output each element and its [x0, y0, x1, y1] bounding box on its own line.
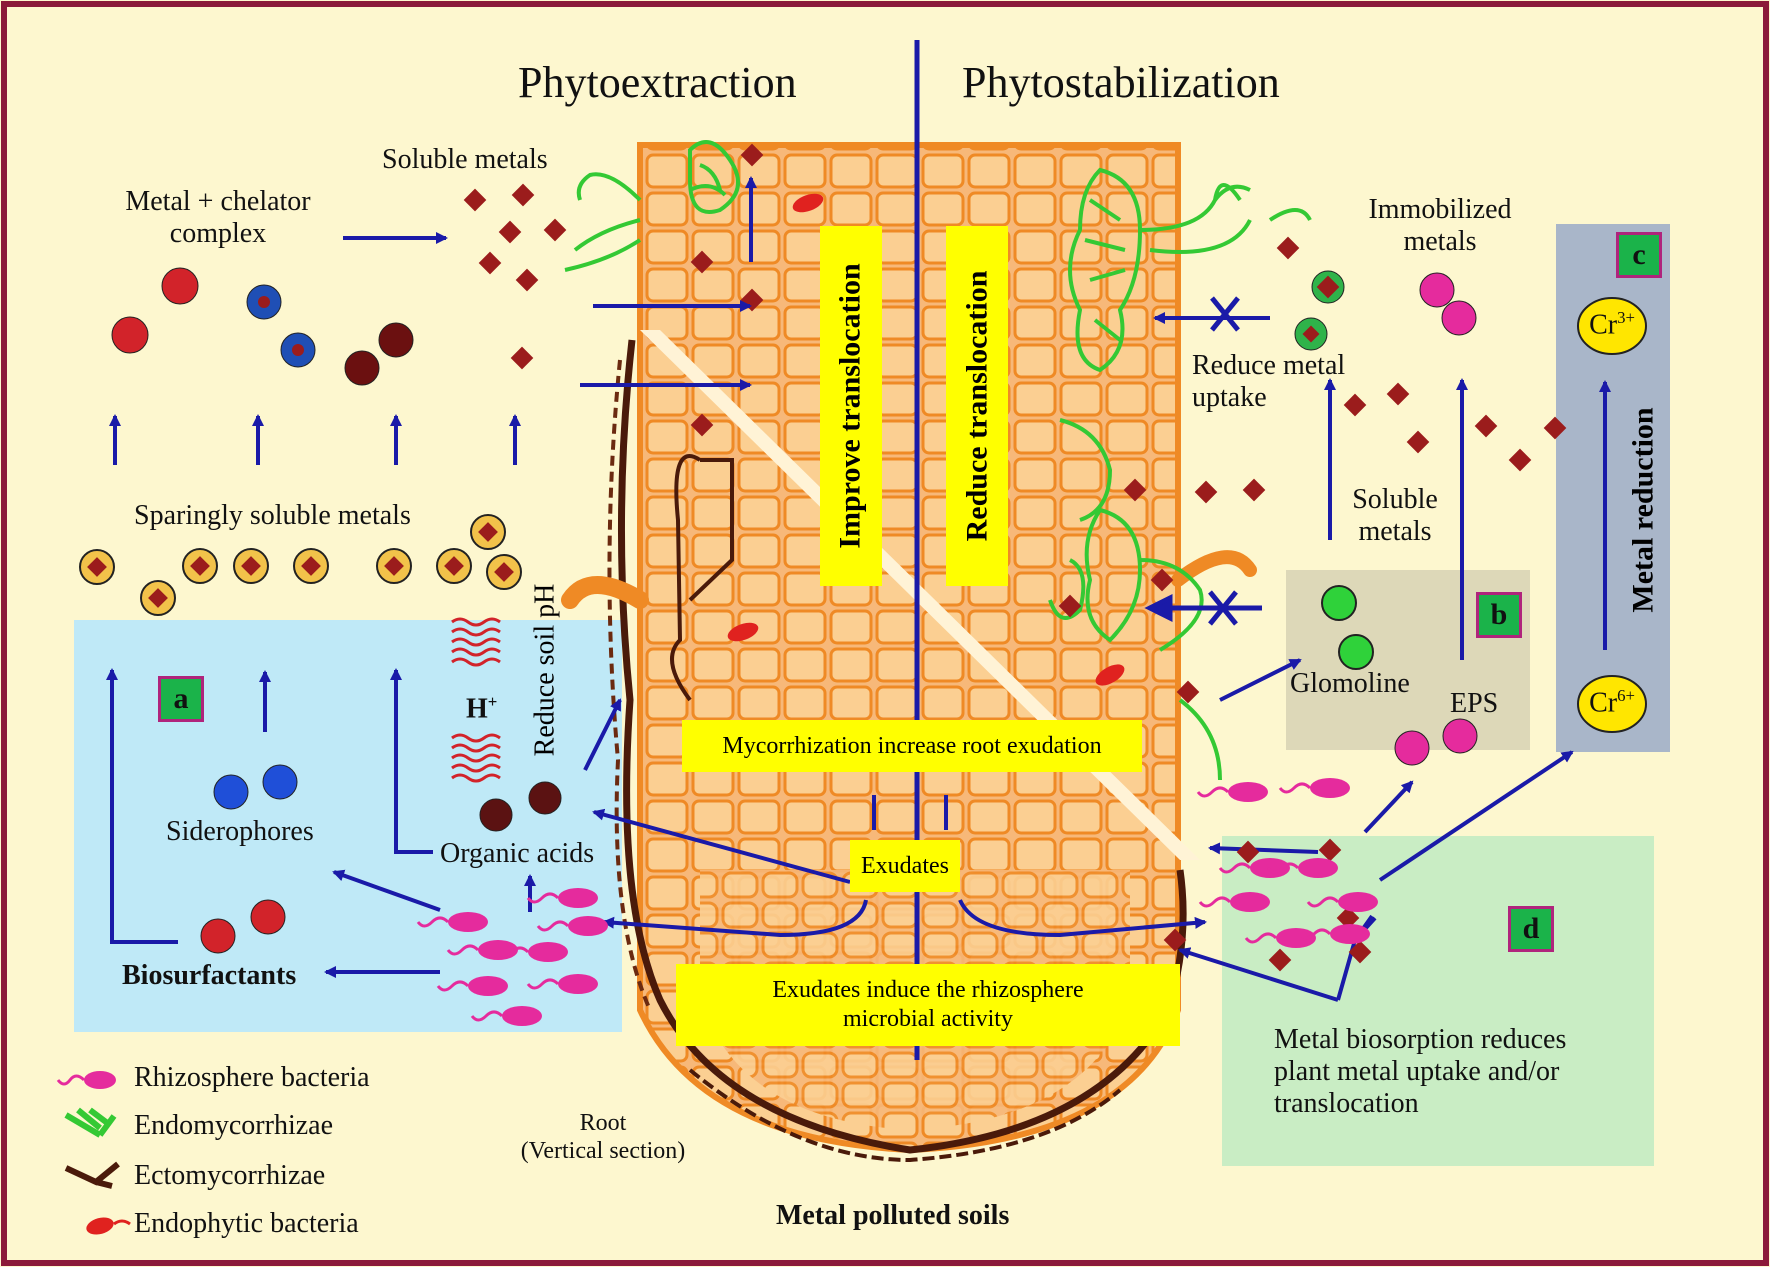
label-metal-reduction: Metal reduction: [1622, 390, 1666, 630]
badge-c: c: [1616, 232, 1662, 278]
legend-icons: [58, 1071, 130, 1237]
label-soluble-metals-right: Soluble metals: [1330, 484, 1460, 548]
legend-label-ectomycorrhizae: Ectomycorrhizae: [134, 1160, 325, 1192]
endomycorrhizae-icon: [66, 1110, 114, 1135]
badge-d: d: [1508, 906, 1554, 952]
label-sparingly-soluble-metals: Sparingly soluble metals: [134, 500, 411, 532]
badge-a: a: [158, 676, 204, 722]
immobilized-metals: [1295, 271, 1476, 350]
label-eps: EPS: [1450, 688, 1498, 720]
label-metal-chelator-complex: Metal + chelator complex: [108, 186, 328, 250]
label-organic-acids: Organic acids: [440, 838, 594, 870]
label-cr3: Cr3+: [1578, 308, 1646, 342]
label-improve-translocation: Improve translocation: [820, 226, 882, 586]
label-immobilized-metals: Immobilized metals: [1340, 194, 1540, 258]
label-siderophores: Siderophores: [166, 816, 314, 848]
label-reduce-soil-ph: Reduce soil pH: [520, 560, 570, 780]
label-exudates-induce: Exudates induce the rhizosphere microbia…: [676, 964, 1180, 1046]
title-phytoextraction: Phytoextraction: [518, 58, 797, 109]
label-root-vertical-section: Root (Vertical section): [498, 1110, 708, 1165]
label-h-plus: H+: [466, 692, 497, 726]
badge-b: b: [1476, 592, 1522, 638]
label-reduce-translocation: Reduce translocation: [946, 226, 1008, 586]
legend-label-endomycorrhizae: Endomycorrhizae: [134, 1110, 333, 1142]
label-soluble-metals-top: Soluble metals: [382, 144, 548, 176]
label-biosurfactants: Biosurfactants: [122, 960, 296, 992]
title-phytostabilization: Phytostabilization: [962, 58, 1280, 109]
label-exudates: Exudates: [850, 840, 960, 892]
endophytic-bacteria-icon: [84, 1215, 130, 1238]
label-cr6: Cr6+: [1578, 686, 1646, 720]
label-biosorption: Metal biosorption reduces plant metal up…: [1274, 1024, 1566, 1121]
label-mycorrhization: Mycorrhization increase root exudation: [682, 720, 1142, 772]
label-glomoline: Glomoline: [1290, 668, 1410, 700]
metal-chelator-particles: [112, 268, 413, 385]
label-metal-polluted-soils: Metal polluted soils: [776, 1200, 1009, 1232]
rhizosphere-bacteria-icon: [58, 1071, 116, 1089]
label-reduce-metal-uptake: Reduce metal uptake: [1192, 350, 1345, 414]
ectomycorrhizae-icon: [66, 1164, 118, 1186]
legend-label-rhizosphere-bacteria: Rhizosphere bacteria: [134, 1062, 370, 1094]
legend-label-endophytic-bacteria: Endophytic bacteria: [134, 1208, 359, 1240]
